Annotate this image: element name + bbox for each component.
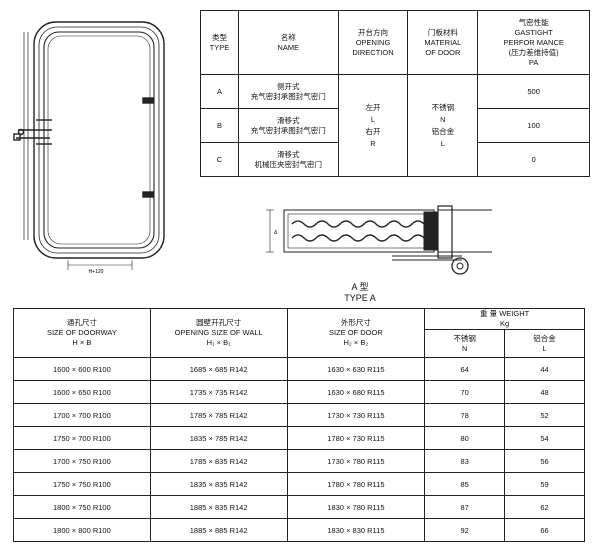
weight-aluminum-cell: 52 [504,403,585,427]
wall-opening-cell: 1735 × 735 R142 [149,380,288,404]
type-cell: A [216,86,222,96]
doorway-size-cell: 1750 × 750 R100 [13,472,151,496]
wall-opening-cell: 1885 × 885 R142 [149,518,288,542]
weight-stainless-cell: 78 [424,403,506,427]
weight-stainless-cell: 85 [424,472,506,496]
material-value: L [440,138,445,148]
weight-stainless-cell: 64 [424,357,506,381]
wall-opening-cell: 1685 × 685 R142 [149,357,288,381]
door-size-cell: 1630 × 680 R115 [286,380,426,404]
door-size-cell: 1830 × 780 R115 [286,495,426,519]
header-name: 名称 NAME [237,10,339,75]
name-cell-line: 机械压夹密封气密门 [254,159,323,169]
weight-stainless-cell: 83 [424,449,506,473]
section-caption: A 型 TYPE A [310,280,410,303]
section-dimension-label: Δ [274,230,278,236]
weight-stainless-cell: 92 [424,518,506,542]
door-size-cell: 1780 × 730 R115 [286,426,426,450]
caption-cn: A 型 [351,282,369,292]
type-a-section-drawing: Δ [266,205,492,275]
weight-stainless-cell: 80 [424,426,506,450]
door-size-cell: 1730 × 780 R115 [286,449,426,473]
gastight-value: 500 [527,86,540,96]
wall-opening-cell: 1835 × 785 R142 [149,426,288,450]
weight-aluminum-cell: 48 [504,380,585,404]
door-type-spec-table: 类型 TYPE 名称 NAME 开台方向 OPENING DIRECTION 门… [200,10,590,177]
weight-aluminum-cell: 62 [504,495,585,519]
door-size-cell: 1830 × 830 R115 [286,518,426,542]
table-row: A 侧开式 充气密封承图封气密门 左开 L 右开 R 不锈钢 N 铝合金 L 5… [200,74,590,177]
name-cell-line: 滑移式 [277,149,300,159]
weight-stainless-cell: 87 [424,495,506,519]
dimension-label: H+120 [89,269,104,275]
weight-stainless-cell: 70 [424,380,506,404]
header-opening-direction: 开台方向 OPENING DIRECTION [337,10,409,75]
type-cell: C [216,154,223,164]
door-size-cell: 1780 × 780 R115 [286,472,426,496]
door-size-cell: 1630 × 630 R115 [286,357,426,381]
opening-value: L [370,114,376,124]
doorway-size-cell: 1700 × 700 R100 [13,403,151,427]
weight-aluminum-cell: 44 [504,357,585,381]
name-cell-line: 侧开式 [277,81,300,91]
header-material: 门板材料 MATERIAL OF DOOR [407,10,479,75]
weight-aluminum-cell: 66 [504,518,585,542]
doorway-size-cell: 1600 × 600 R100 [13,357,151,381]
table-row: C 滑移式 机械压夹密封气密门 0 [200,142,590,177]
opening-value: R [370,138,376,148]
type-cell: B [216,120,222,130]
wall-opening-cell: 1785 × 785 R142 [149,403,288,427]
weight-aluminum-cell: 54 [504,426,585,450]
material-value: N [440,114,446,124]
door-size-cell: 1730 × 730 R115 [286,403,426,427]
doorway-size-cell: 1600 × 650 R100 [13,380,151,404]
opening-value: 左开 [365,102,381,112]
caption-en: TYPE A [344,293,376,303]
opening-value: 右开 [365,126,381,136]
weight-aluminum-cell: 56 [504,449,585,473]
name-cell-line: 充气密封承图封气密门 [250,125,326,135]
gastight-value: 100 [527,120,540,130]
name-cell-line: 充气密封承图封气密门 [250,91,326,101]
material-value: 不锈钢 [431,102,455,112]
doorway-size-cell: 1750 × 700 R100 [13,426,151,450]
gastight-value: 0 [531,154,536,164]
door-elevation-drawing: H+120 [13,21,165,275]
header-gastight: 气密性能 GASTIGHT PERFOR MANCE (压力差维持值) PA [477,10,590,75]
wall-opening-cell: 1885 × 835 R142 [149,495,288,519]
doorway-size-cell: 1800 × 750 R100 [13,495,151,519]
wall-opening-cell: 1835 × 835 R142 [149,472,288,496]
wall-opening-cell: 1785 × 835 R142 [149,449,288,473]
weight-aluminum-cell: 59 [504,472,585,496]
doorway-size-cell: 1700 × 750 R100 [13,449,151,473]
header-type: 类型 TYPE [200,10,239,75]
doorway-size-cell: 1800 × 800 R100 [13,518,151,542]
material-value: 铝合金 [431,126,455,136]
name-cell-line: 滑移式 [277,115,300,125]
